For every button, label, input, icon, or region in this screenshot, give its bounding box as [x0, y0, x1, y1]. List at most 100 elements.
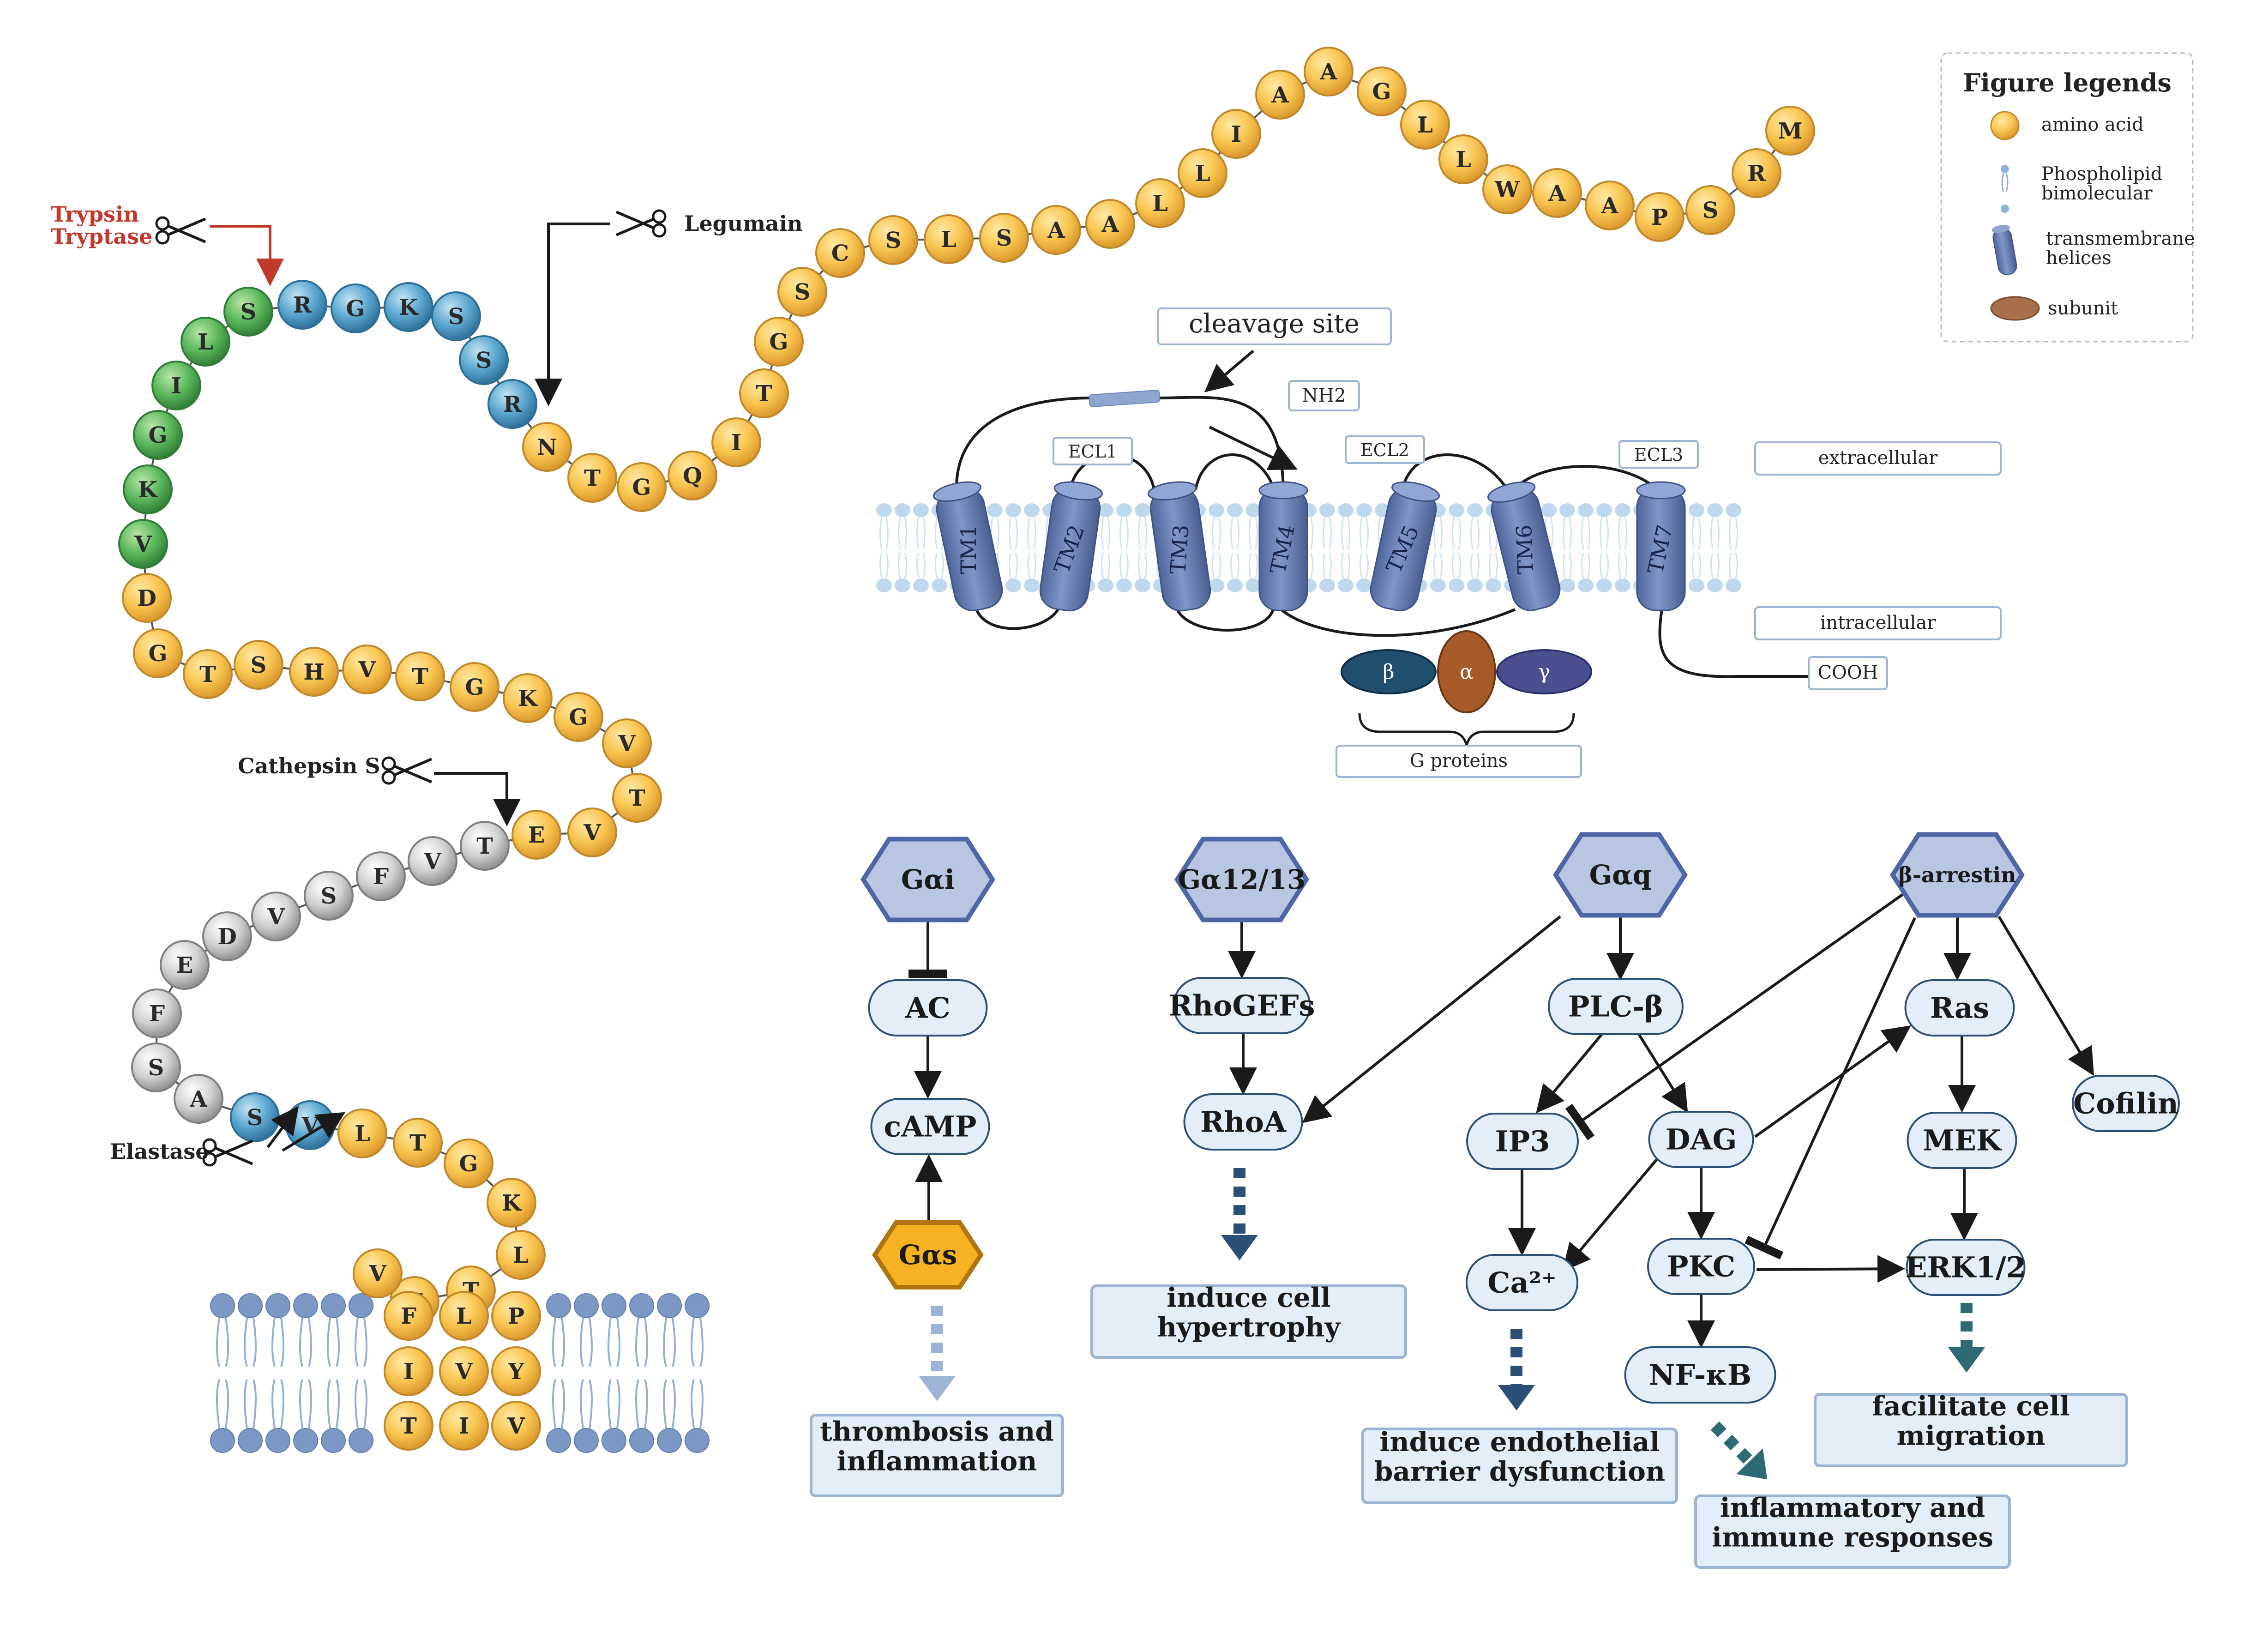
amino-acid-residue: D — [122, 573, 172, 623]
ecl3-box — [1618, 440, 1699, 469]
amino-acid-residue: L — [337, 1109, 387, 1158]
pathway-connectors — [908, 889, 2094, 1348]
svg-text:Gαs: Gαs — [899, 1239, 957, 1271]
camp-node: cAMP — [870, 1098, 990, 1155]
svg-text:migration: migration — [1897, 1420, 2045, 1452]
svg-text:G: G — [149, 641, 168, 667]
svg-text:α: α — [1460, 660, 1474, 684]
scissors-icon — [155, 216, 206, 245]
ecl1-box — [1053, 437, 1133, 465]
erk-node: ERK1/2 — [1905, 1239, 2026, 1296]
amino-acid-residue: R — [1732, 148, 1781, 198]
svg-text:S: S — [251, 652, 267, 678]
svg-text:V: V — [583, 820, 601, 846]
amino-acid-residue: L — [924, 214, 974, 264]
svg-text:Gα12/13: Gα12/13 — [1178, 864, 1306, 895]
ip3-node: IP3 — [1466, 1113, 1579, 1170]
amino-acid-residue: Q — [668, 451, 717, 500]
scissors-icon — [615, 209, 667, 238]
svg-text:induce cell: induce cell — [1167, 1282, 1331, 1314]
amino-acid-residue: G — [1357, 66, 1407, 116]
outcome-arrows — [919, 1168, 1985, 1480]
legend-label-subunit: subunit — [2048, 298, 2118, 319]
svg-text:F: F — [373, 864, 389, 890]
svg-text:RhoGEFs: RhoGEFs — [1168, 989, 1315, 1023]
g-proteins-label: G proteins — [1410, 750, 1508, 771]
peptide-membrane — [210, 1293, 710, 1453]
svg-text:hypertrophy: hypertrophy — [1157, 1312, 1342, 1343]
amino-acid-residue: R — [277, 280, 327, 330]
cathepsin-label: Cathepsin S — [238, 753, 380, 778]
erk-outcome-arrow — [1948, 1303, 1985, 1373]
legend-label-helix-1: transmembrane — [2046, 228, 2195, 249]
svg-text:V: V — [267, 904, 285, 930]
amino-acid-residue: G — [133, 410, 183, 460]
legumain-cleavage: Legumain — [535, 209, 803, 406]
g1213-hexagon: Gα12/13 — [1174, 837, 1309, 922]
svg-text:Cofilin: Cofilin — [2073, 1087, 2178, 1121]
svg-text:V: V — [618, 731, 636, 757]
amino-acid-residue: S — [777, 267, 827, 317]
amino-acid-residue: V — [285, 1100, 335, 1150]
svg-text:V: V — [507, 1413, 525, 1439]
svg-text:L: L — [198, 329, 213, 355]
svg-text:Ras: Ras — [1930, 991, 1989, 1025]
svg-text:I: I — [459, 1413, 469, 1439]
amino-acid-residue: K — [503, 673, 553, 723]
svg-text:PLC-β: PLC-β — [1568, 990, 1663, 1024]
svg-text:PKC: PKC — [1667, 1250, 1735, 1284]
svg-text:G: G — [346, 296, 365, 322]
svg-text:S: S — [247, 1105, 263, 1131]
tryptase-label: Tryptase — [51, 224, 152, 249]
amino-acid-residue: V — [353, 1248, 403, 1298]
amino-acid-residue: G — [331, 283, 380, 333]
svg-text:K: K — [502, 1190, 522, 1216]
helix-label: TM6 — [1511, 524, 1538, 575]
dag-node: DAG — [1648, 1111, 1754, 1168]
svg-text:G: G — [569, 705, 588, 730]
svg-text:T: T — [476, 833, 493, 859]
intracellular-label: intracellular — [1820, 612, 1937, 633]
amino-acid-residue: T — [567, 453, 617, 503]
svg-text:I: I — [171, 373, 181, 399]
amino-acid-residue: C — [815, 228, 865, 278]
svg-text:H: H — [303, 659, 324, 685]
receptor-labels: cleavage site NH2 ECL1 ECL2 ECL3 extrace… — [1053, 307, 2002, 690]
amino-acid-residue: S — [223, 287, 273, 337]
svg-text:S: S — [241, 299, 257, 325]
svg-text:L: L — [355, 1121, 370, 1147]
svg-text:S: S — [448, 304, 464, 330]
amino-acid-residue: L — [1178, 148, 1227, 198]
amino-acid-residue: T — [395, 651, 445, 701]
amino-acid-residue: I — [711, 417, 761, 467]
amino-acid-residue: S — [230, 1092, 280, 1142]
svg-text:DAG: DAG — [1666, 1123, 1737, 1157]
svg-text:L: L — [513, 1242, 529, 1268]
svg-text:AC: AC — [905, 991, 950, 1025]
svg-text:Q: Q — [683, 463, 702, 489]
amino-acid-residue: E — [511, 810, 561, 860]
svg-text:A: A — [1271, 82, 1289, 108]
nh2-linker-segment — [1089, 390, 1161, 407]
amino-acid-residue: G — [617, 462, 667, 512]
svg-text:V: V — [368, 1261, 386, 1287]
svg-text:L: L — [1152, 191, 1168, 217]
amino-acid-chain: MRSPAAWLLGAAILLAASLSCSGTIQGTNRSSKGRSLIGK… — [118, 47, 1815, 1451]
amino-acid-residue: I — [384, 1346, 433, 1396]
elastase-label: Elastase — [110, 1139, 209, 1164]
rhogefs-node: RhoGEFs — [1168, 977, 1315, 1034]
amino-acid-residue: S — [431, 291, 481, 341]
svg-text:F: F — [401, 1303, 416, 1329]
amino-acid-residue: A — [1532, 168, 1582, 218]
svg-text:K: K — [399, 295, 419, 320]
svg-text:induce endothelial: induce endothelial — [1379, 1426, 1660, 1458]
svg-text:A: A — [1319, 59, 1337, 85]
amino-acid-residue: I — [1211, 109, 1261, 159]
amino-acid-residue: M — [1765, 106, 1815, 156]
svg-text:S: S — [148, 1055, 164, 1081]
amino-acid-residue: L — [1400, 100, 1450, 150]
svg-text:A: A — [1548, 181, 1566, 206]
svg-text:V: V — [134, 531, 152, 557]
